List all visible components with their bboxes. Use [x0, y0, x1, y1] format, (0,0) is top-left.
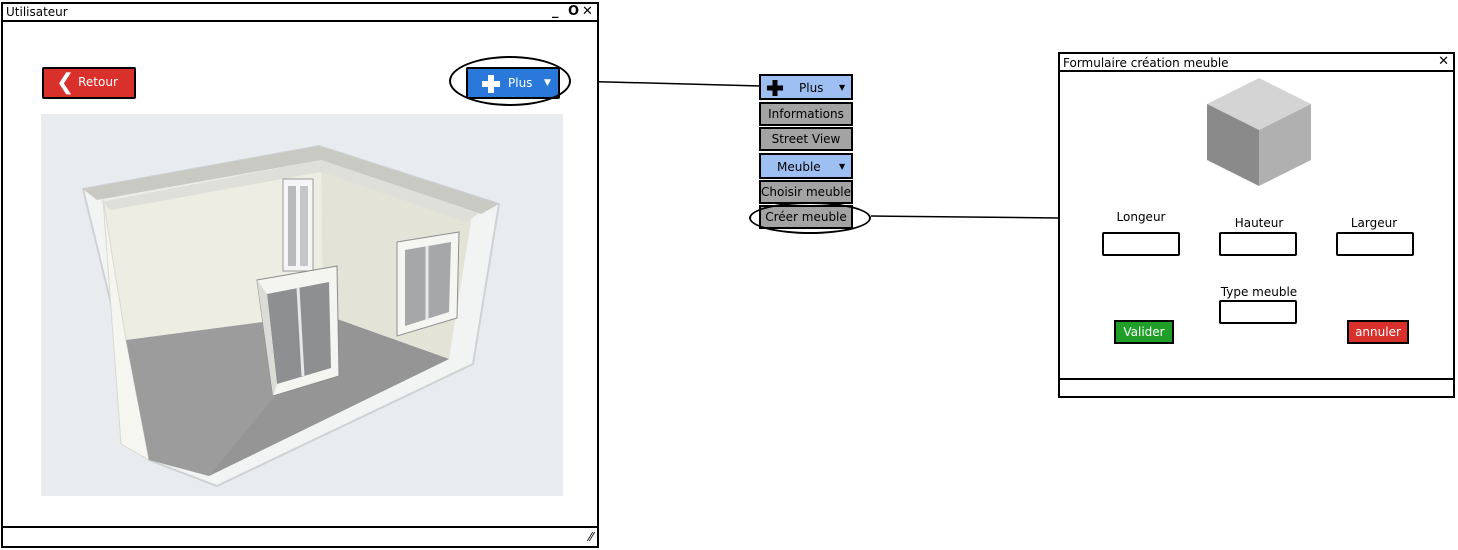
- minimize-icon[interactable]: _: [552, 4, 559, 19]
- hauteur-label: Hauteur: [1234, 216, 1284, 230]
- menu-item-choisir-meuble[interactable]: Choisir meuble: [759, 180, 853, 204]
- cube-icon: [1207, 78, 1311, 186]
- room-3d-view: [41, 114, 563, 496]
- hauteur-field[interactable]: [1219, 232, 1297, 256]
- window-title: Utilisateur: [6, 5, 68, 19]
- room-3d-drawing: [81, 144, 501, 488]
- caret-down-icon: ▼: [839, 162, 846, 171]
- retour-button[interactable]: ❮ Retour: [42, 67, 136, 99]
- retour-label: Retour: [78, 75, 118, 89]
- menu-plus-button[interactable]: Plus ▼: [759, 74, 853, 100]
- menu-item-informations[interactable]: Informations: [759, 102, 853, 126]
- highlight-ellipse-plus: [449, 56, 571, 106]
- maximize-icon[interactable]: O: [568, 4, 580, 19]
- close-icon[interactable]: ✕: [582, 4, 593, 19]
- main-statusbar: ⁄⁄: [3, 526, 597, 546]
- type-meuble-field[interactable]: [1219, 300, 1297, 324]
- menu-meuble-label: Meuble: [777, 160, 821, 174]
- menu-meuble-button[interactable]: Meuble ▼: [759, 153, 853, 179]
- menu-item-street-view[interactable]: Street View: [759, 127, 853, 151]
- largeur-label: Largeur: [1350, 216, 1398, 230]
- plus-icon: [767, 80, 783, 96]
- main-window: Utilisateur _ O ✕ ❮ Retour Plus ▼: [1, 2, 599, 548]
- form-statusbar: [1060, 378, 1453, 396]
- longeur-field[interactable]: [1102, 232, 1180, 256]
- type-meuble-label: Type meuble: [1220, 285, 1298, 299]
- close-icon[interactable]: ✕: [1438, 54, 1449, 69]
- form-title: Formulaire création meuble: [1063, 56, 1229, 70]
- form-window: Formulaire création meuble ✕ Longeur Hau…: [1058, 52, 1455, 398]
- highlight-ellipse-creer: [749, 202, 871, 234]
- chevron-left-icon: ❮: [56, 70, 75, 95]
- menu-plus-label: Plus: [799, 81, 824, 95]
- main-titlebar: Utilisateur _ O ✕: [3, 4, 597, 22]
- form-titlebar: Formulaire création meuble ✕: [1060, 54, 1453, 72]
- resize-grip-icon[interactable]: ⁄⁄: [588, 530, 593, 544]
- valider-button[interactable]: Valider: [1114, 320, 1174, 344]
- longeur-label: Longeur: [1116, 210, 1166, 224]
- annuler-button[interactable]: annuler: [1347, 320, 1409, 344]
- largeur-field[interactable]: [1336, 232, 1414, 256]
- caret-down-icon: ▼: [839, 83, 846, 92]
